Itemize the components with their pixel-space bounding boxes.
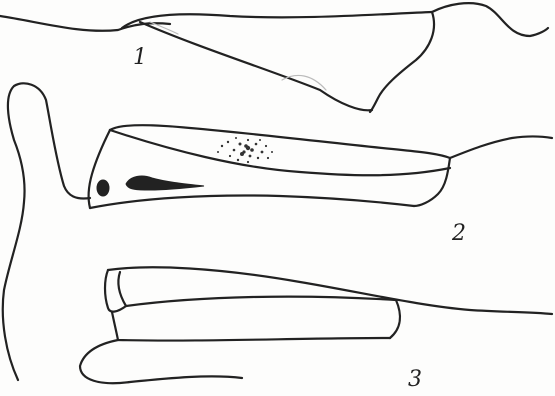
cell-3-body-right-end: [390, 300, 400, 338]
cell-2-flagellum-right: [450, 137, 552, 159]
cell-3-body-inner-ridge: [126, 297, 396, 306]
cell-3: 3: [80, 267, 552, 392]
cell-2-blepharoplast-streak: [126, 176, 204, 190]
cell-3-flagellum-left: [80, 340, 242, 383]
cell-1-number-label: 1: [133, 45, 147, 70]
cell-1-flagellum-right: [432, 3, 548, 36]
cell-2-long-flagellum: [3, 83, 90, 380]
cell-1-body-right-end: [370, 12, 434, 112]
cell-3-number-label: 3: [408, 367, 422, 392]
cell-3-body-bottom-edge: [112, 312, 390, 341]
cell-2-body-left-edge: [89, 130, 110, 208]
cell-2-body-top-edge: [110, 125, 450, 158]
cell-2-number-label: 2: [451, 221, 466, 246]
cell-2-nucleus: [217, 137, 273, 163]
cell-3-body-left-loop: [105, 270, 126, 312]
cell-2: 2: [89, 125, 552, 246]
cell-2-kinetoplast: [97, 180, 109, 196]
cell-1-body-upper-edge: [122, 12, 432, 28]
cell-2-body-right-end: [414, 158, 450, 206]
cell-1: 1: [0, 3, 548, 112]
cell-2-body-bottom-edge: [90, 196, 414, 209]
cell-3-flagellum-right: [108, 267, 552, 314]
cell-1-body-lower-edge: [140, 22, 372, 110]
